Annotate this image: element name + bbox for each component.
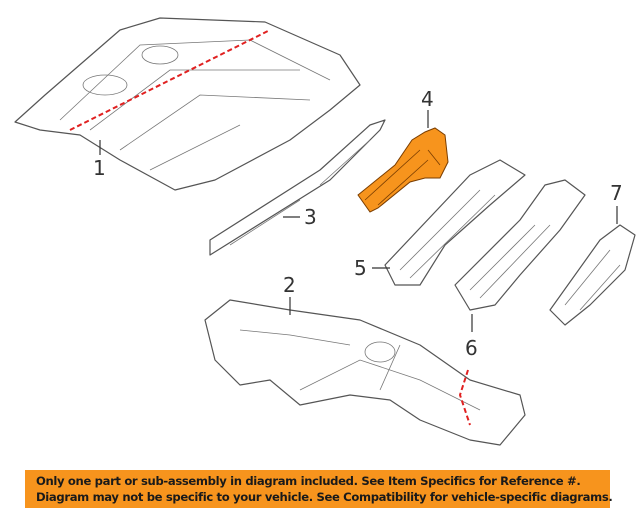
part-6-rail[interactable] xyxy=(454,179,586,311)
callout-5: 5 xyxy=(354,256,390,280)
svg-text:3: 3 xyxy=(304,205,317,229)
part-1-floor-pan[interactable] xyxy=(14,17,361,191)
svg-text:5: 5 xyxy=(354,256,367,280)
callout-6: 6 xyxy=(465,314,478,360)
disclaimer-line-2: Diagram may not be specific to your vehi… xyxy=(36,490,613,504)
part-5-rail[interactable] xyxy=(384,159,526,286)
part-4-highlighted-bracket[interactable] xyxy=(357,127,449,213)
callout-1: 1 xyxy=(93,140,106,180)
svg-text:1: 1 xyxy=(93,156,106,180)
parts-diagram: 1 2 3 4 5 6 7 xyxy=(14,17,636,446)
callout-4: 4 xyxy=(421,87,434,128)
svg-text:6: 6 xyxy=(465,336,478,360)
part-3-rail[interactable] xyxy=(209,119,386,256)
disclaimer-banner: Only one part or sub-assembly in diagram… xyxy=(25,470,613,508)
callout-7: 7 xyxy=(610,181,623,224)
svg-text:7: 7 xyxy=(610,181,623,205)
part-2-crossmember[interactable] xyxy=(204,299,526,446)
callout-3: 3 xyxy=(283,205,317,229)
part-7-panel[interactable] xyxy=(549,224,636,326)
svg-text:4: 4 xyxy=(421,87,434,111)
disclaimer-line-1: Only one part or sub-assembly in diagram… xyxy=(36,474,581,488)
callout-2: 2 xyxy=(283,273,296,315)
svg-text:2: 2 xyxy=(283,273,296,297)
